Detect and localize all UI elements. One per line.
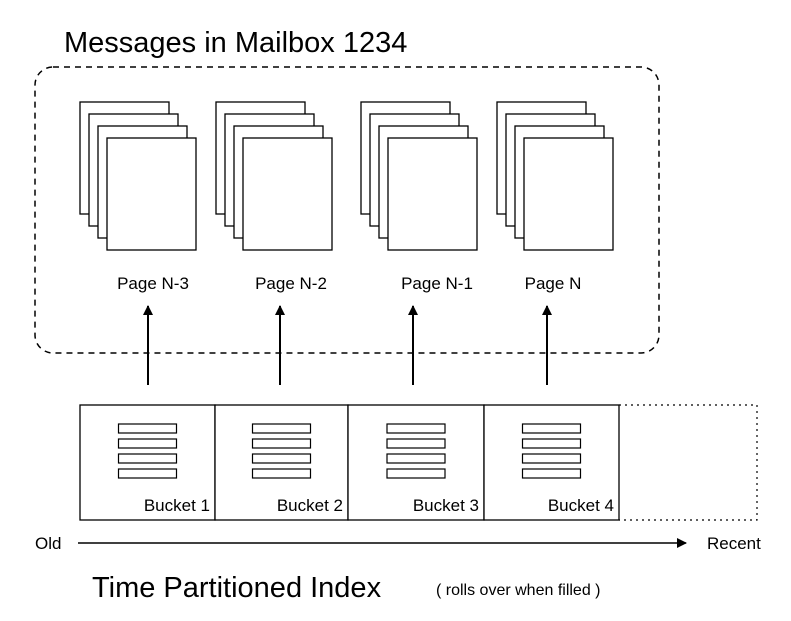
index-entry-bar	[251, 438, 312, 449]
bucket: Bucket 3	[347, 404, 485, 521]
index-entry-bar	[117, 453, 178, 464]
index-entry-bar	[117, 468, 178, 479]
index-entry-bar	[521, 423, 582, 434]
index-entry-bar	[521, 453, 582, 464]
bucket: Bucket 1	[79, 404, 216, 521]
mailbox-group: Messages in Mailbox 1234	[34, 27, 660, 354]
index-entry-bar	[251, 453, 312, 464]
index-buckets: Bucket 1 Bucket 2 Bucket 3 Bucket 4	[79, 404, 620, 521]
message-page-sheet	[242, 137, 333, 251]
index-entry-bar	[251, 468, 312, 479]
index-entry-bar	[251, 423, 312, 434]
timeline-old-label: Old	[35, 534, 61, 553]
bucket-label: Bucket 2	[277, 496, 343, 515]
index-caption: Time Partitioned Index ( rolls over when…	[92, 572, 601, 604]
bucket-label: Bucket 1	[144, 496, 210, 515]
bucket: Bucket 2	[214, 404, 349, 521]
index-entry-bar	[386, 453, 446, 464]
index-entry-bar	[521, 438, 582, 449]
timeline: Old Recent	[35, 534, 761, 553]
bucket-label: Bucket 3	[413, 496, 479, 515]
bucket: Bucket 4	[483, 404, 620, 521]
index-entry-bar	[117, 423, 178, 434]
message-page-sheet	[106, 137, 197, 251]
page-label: Page N-1	[401, 274, 473, 293]
bucket-label: Bucket 4	[548, 496, 614, 515]
page-stack: Page N-2	[215, 101, 333, 293]
page-label: Page N-3	[117, 274, 189, 293]
timeline-recent-label: Recent	[707, 534, 761, 553]
page-stacks: Page N-3 Page N-2 Page N-1 Page N	[79, 101, 614, 293]
page-stack: Page N	[496, 101, 614, 293]
index-entry-bar	[386, 468, 446, 479]
message-page-sheet	[387, 137, 478, 251]
page-stack: Page N-1	[360, 101, 478, 293]
index-entry-bar	[521, 468, 582, 479]
mailbox-title: Messages in Mailbox 1234	[64, 27, 407, 59]
bucket-to-page-arrows	[143, 305, 552, 385]
page-stack: Page N-3	[79, 101, 197, 293]
index-title: Time Partitioned Index	[92, 572, 382, 604]
index-entry-bar	[386, 423, 446, 434]
page-label: Page N	[525, 274, 582, 293]
index-entry-bar	[117, 438, 178, 449]
index-entry-bar	[386, 438, 446, 449]
index-note: ( rolls over when filled )	[436, 582, 601, 599]
empty-bucket-placeholder	[619, 404, 758, 521]
mailbox-border	[34, 66, 660, 354]
message-page-sheet	[523, 137, 614, 251]
page-label: Page N-2	[255, 274, 327, 293]
